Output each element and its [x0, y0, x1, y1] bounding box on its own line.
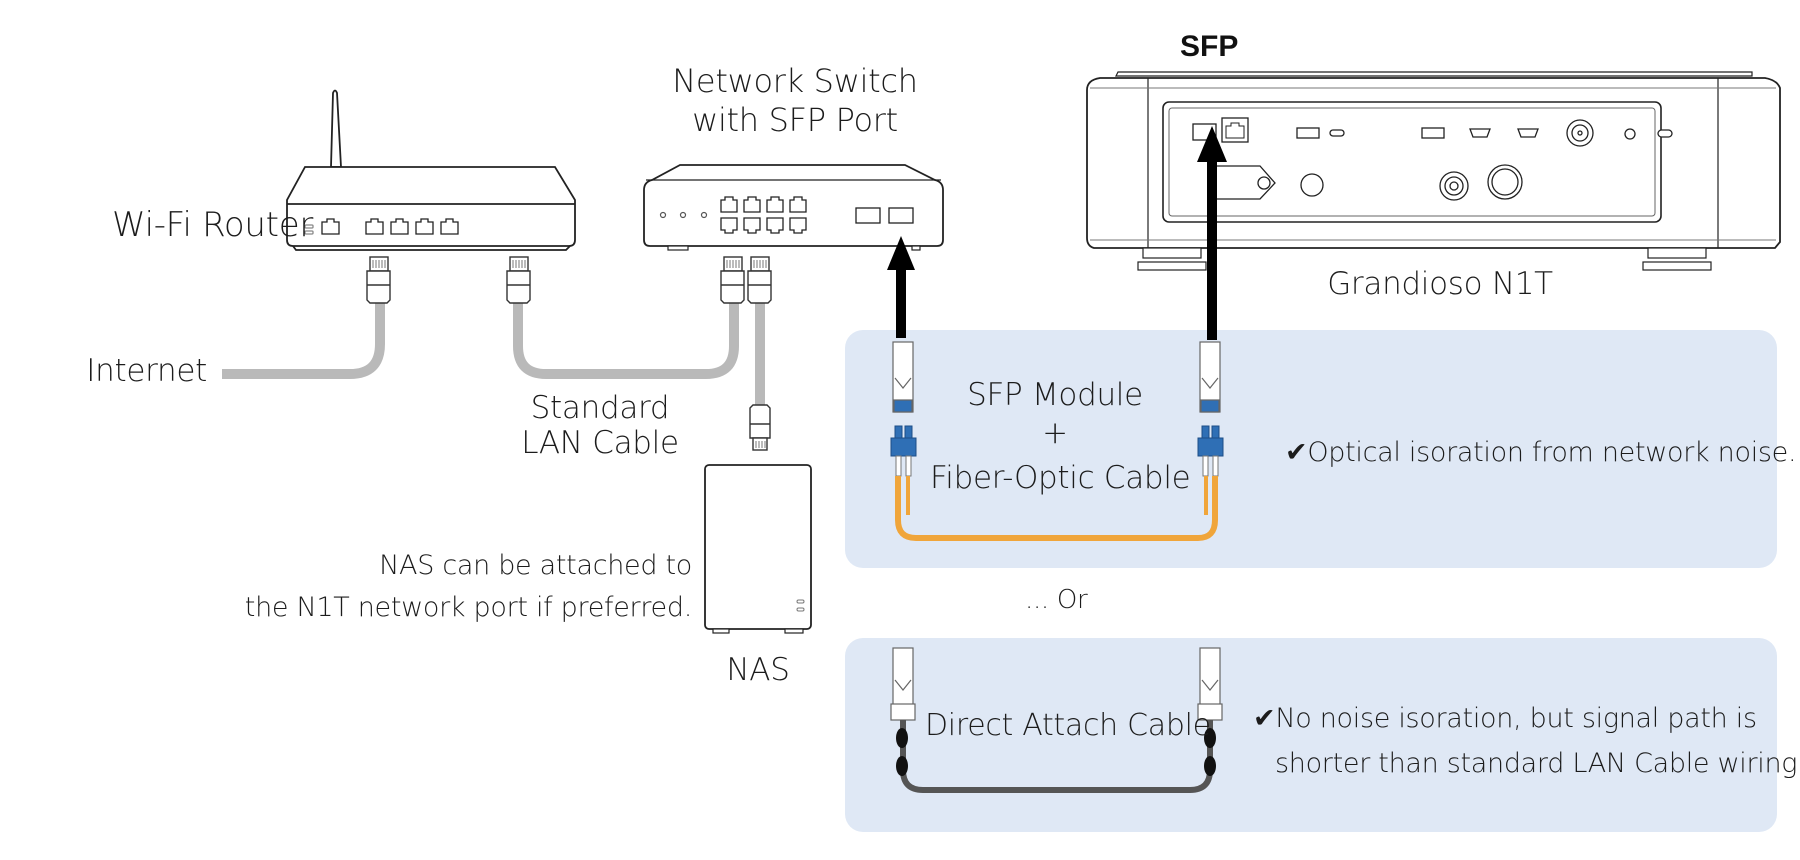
fiber-option-drawing — [890, 341, 1224, 541]
network-switch — [643, 164, 944, 251]
router-label: Wi-Fi Router — [112, 205, 313, 245]
router-antenna — [330, 89, 342, 168]
rj45-plug-switch-a — [720, 256, 745, 304]
dac-cable — [900, 720, 1213, 793]
dac-title: Direct Attach Cable — [925, 708, 1211, 743]
lan-cable-label-line1: Standard — [530, 390, 670, 426]
dac-module-right — [1197, 647, 1223, 721]
switch-label-line1: Network Switch — [672, 62, 918, 100]
fiber-connectors — [890, 425, 1224, 457]
switch-sfp-port-1 — [855, 207, 881, 224]
fiber-cable — [895, 476, 1218, 541]
fiber-title-line1: SFP Module — [967, 377, 1143, 413]
check-icon: ✔ — [1285, 437, 1308, 468]
check-icon: ✔ — [1253, 703, 1276, 734]
arrow-to-n1t-sfp — [1197, 126, 1227, 340]
lan-cable-label-line2: LAN Cable — [521, 425, 679, 461]
nas-note-line2: the N1T network port if preferred. — [244, 592, 693, 623]
dac-benefit-line2: shorter than standard LAN Cable wiring. — [1275, 748, 1800, 779]
rj45-plug-router-wan — [366, 256, 391, 304]
dac-module-left — [890, 647, 916, 721]
dac-benefit-line1: ✔No noise isoration, but signal path is — [1253, 703, 1757, 734]
lan-cables — [222, 302, 765, 410]
rj45-plug-switch-b — [747, 256, 772, 304]
sfp-module-left — [892, 341, 914, 413]
player-label: Grandioso N1T — [1327, 266, 1553, 302]
fiber-benefit: ✔Optical isoration from network noise. — [1285, 437, 1797, 468]
grandioso-n1t — [1086, 71, 1781, 271]
rj45-plug-nas — [749, 404, 771, 451]
fiber-title-plus: + — [1042, 415, 1068, 451]
fiber-title-line2: Fiber-Optic Cable — [930, 460, 1191, 496]
dac-benefit-text-line1: No noise isoration, but signal path is — [1275, 703, 1757, 734]
fiber-option-panel — [845, 330, 1777, 568]
internet-cable — [222, 302, 385, 379]
sfp-callout-label: SFP — [1180, 30, 1239, 63]
nas-note-line1: NAS can be attached to — [379, 550, 692, 581]
nas-device — [704, 464, 812, 634]
rj45-plug-router-lan — [506, 256, 531, 304]
dac-option-panel — [845, 638, 1777, 832]
option-separator: ... Or — [1025, 585, 1088, 615]
switch-sfp-port-2 — [888, 207, 914, 224]
dac-option-drawing — [890, 647, 1223, 793]
router-to-switch-cable — [513, 302, 739, 379]
arrow-to-switch-sfp — [887, 236, 915, 338]
fiber-benefit-text: Optical isoration from network noise. — [1307, 437, 1797, 468]
rj45-plugs — [366, 256, 772, 451]
nas-label: NAS — [726, 652, 790, 688]
arrows — [887, 126, 1227, 340]
switch-label-line2: with SFP Port — [692, 101, 898, 139]
internet-label: Internet — [86, 353, 207, 389]
sfp-module-right — [1199, 341, 1221, 413]
wifi-router — [286, 89, 576, 251]
